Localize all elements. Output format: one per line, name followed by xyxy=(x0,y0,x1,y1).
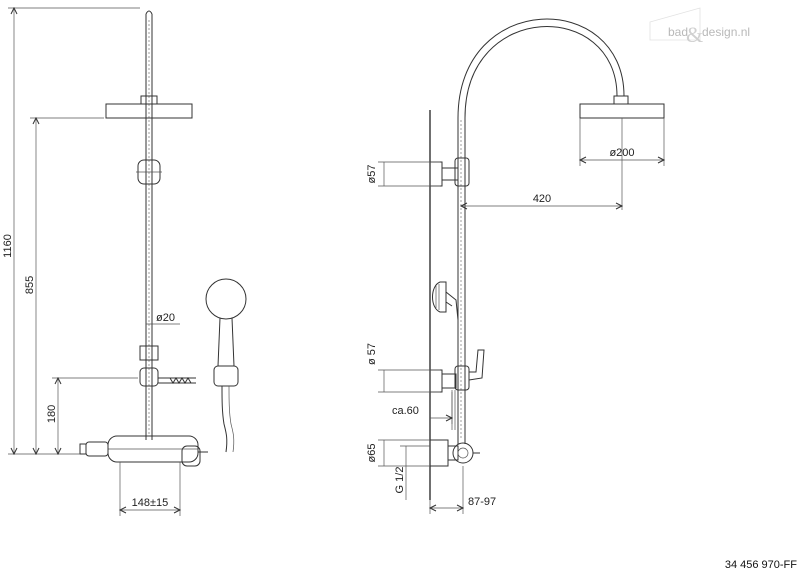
dim-total-height-label: 1160 xyxy=(2,234,14,258)
side-head-shower xyxy=(579,95,665,119)
dim-spacing: 148±15 xyxy=(118,462,182,516)
product-code: 34 456 970-FF xyxy=(725,559,797,571)
dim-head-diameter-label: ø200 xyxy=(609,147,634,159)
dim-spacing-label: 148±15 xyxy=(132,497,169,509)
dim-bottom-offset-label: 180 xyxy=(46,405,58,423)
front-head-shower xyxy=(105,95,193,119)
front-thermostat xyxy=(79,435,208,467)
dim-thread-label: G 1/2 xyxy=(394,467,406,494)
dim-bottom-offset: 180 xyxy=(46,376,138,456)
dim-rail-height: 855 xyxy=(24,116,104,456)
side-rail xyxy=(457,18,625,444)
dim-depth: 87-97 xyxy=(428,466,496,514)
side-hand-shower xyxy=(432,281,459,321)
side-thermostat xyxy=(429,439,480,467)
front-hand-shower xyxy=(205,278,247,453)
dim-rail-diameter: ø20 xyxy=(146,312,180,325)
dim-rail-height-label: 855 xyxy=(24,276,36,294)
dim-bracket-bottom-label: ø 57 xyxy=(366,343,378,365)
dim-approx-offset-label: ca.60 xyxy=(392,405,419,417)
dim-rail-diameter-label: ø20 xyxy=(156,312,175,324)
dim-connection-diameter-label: ø65 xyxy=(366,444,378,463)
watermark-logo: bad & design.nl xyxy=(649,7,750,47)
watermark-amp: & xyxy=(686,22,703,47)
dim-depth-label: 87-97 xyxy=(468,496,496,508)
front-view: 1160 855 180 ø20 148±15 xyxy=(2,6,247,516)
dim-thread: G 1/2 xyxy=(394,445,430,500)
front-rail xyxy=(145,10,153,440)
side-hose xyxy=(451,390,456,430)
dim-bracket-bottom: ø 57 xyxy=(366,343,440,393)
dim-head-diameter: ø200 xyxy=(578,118,666,166)
watermark-right-text: design.nl xyxy=(702,25,750,39)
front-upper-bracket xyxy=(136,159,162,185)
dim-approx-offset: ca.60 xyxy=(392,392,454,424)
dim-total-height: 1160 xyxy=(2,6,140,456)
dim-connection-diameter: ø65 xyxy=(366,439,430,467)
dim-bracket-top: ø57 xyxy=(366,161,440,187)
dim-bracket-top-label: ø57 xyxy=(366,165,378,184)
side-mid-bracket xyxy=(429,349,485,393)
watermark-left-text: bad xyxy=(668,25,688,39)
side-view: ø57 420 ø200 ø 57 ca.60 xyxy=(366,18,666,514)
dim-arm-reach-label: 420 xyxy=(533,193,551,205)
front-slider xyxy=(139,345,196,387)
dim-arm-reach: 420 xyxy=(459,118,624,210)
